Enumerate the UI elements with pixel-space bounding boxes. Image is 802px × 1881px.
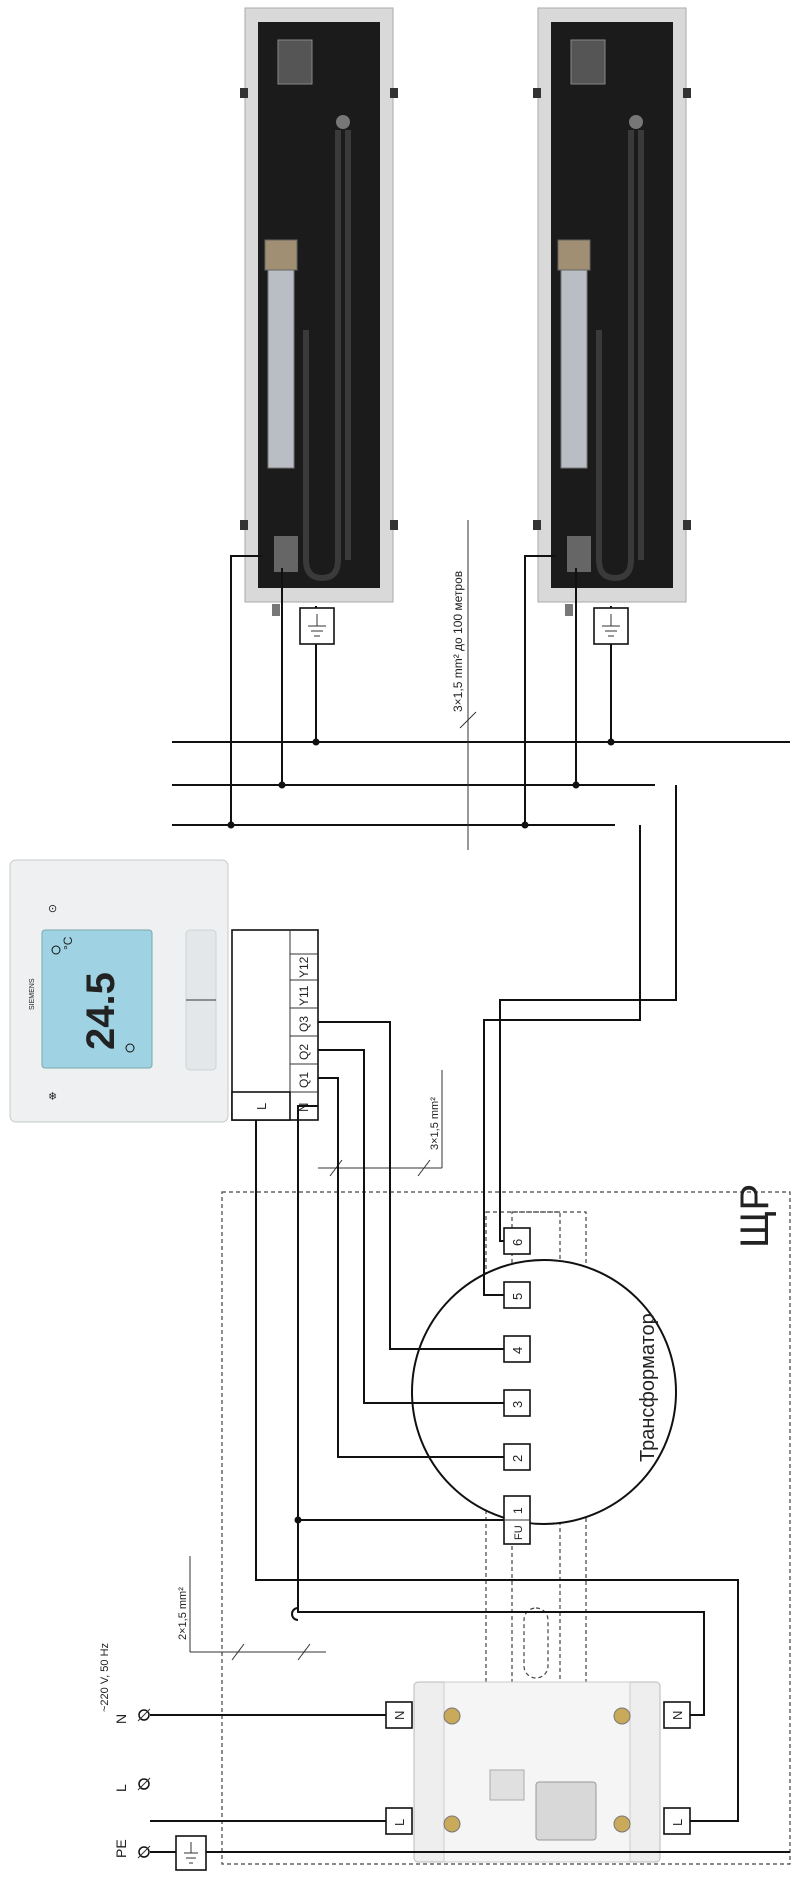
power-supply: ~220 V, 50 Hz N L PE [99,1643,790,1859]
convector-unit-2 [533,7,691,616]
terminal-Q1: Q1 [297,1072,311,1088]
room-thermostat: SIEMENS 24.5 °C ⊙ ❄ [9,859,229,1123]
convector-ground-icon [299,607,335,645]
transformer-terminal-5: 5 [510,1293,525,1300]
terminal-Y11: Y11 [297,985,311,1006]
supply-L-label: L [113,1784,129,1792]
thermostat-unit: °C [61,936,75,950]
breaker-out-N: N [670,1711,685,1720]
terminal-Y12: Y12 [297,956,311,978]
transformer-terminal-3: 3 [510,1401,525,1408]
distribution-panel-border [221,1191,791,1865]
transformer-terminal-6: 6 [510,1239,525,1246]
breaker-in-N: N [392,1711,407,1720]
terminal-Q2: Q2 [297,1044,311,1060]
power-wires [255,1105,739,1822]
convector-ground-icon [593,607,629,645]
thermostat-brand: SIEMENS [29,978,36,1010]
supply-voltage-label: ~220 V, 50 Hz [99,1643,111,1712]
panel-label: ЩР [733,1184,777,1248]
terminal-L: L [254,1103,269,1110]
feed-cable-label: 2×1,5 mm² [177,1587,189,1640]
circuit-breaker [413,1681,661,1863]
transformer-terminal-4: 4 [510,1347,525,1354]
terminal-N: N [296,1103,311,1112]
transformer: Трансформатор 6 5 4 3 2 1 FU [411,1227,677,1545]
thermostat-mode-icon: ⊙ [48,903,57,915]
convector-cable-label: 3×1,5 mm² до 100 метров [451,571,465,712]
pe-ground-icon [175,1835,207,1871]
thermostat-fan-icon: ❄ [48,1091,57,1103]
convector-bus [172,555,790,829]
breaker-input-terminals: N L [385,1701,413,1835]
supply-N-label: N [113,1714,129,1724]
thermostat-terminal-block [231,929,319,1121]
terminal-Q3: Q3 [297,1016,311,1032]
transformer-terminal-2: 2 [510,1455,525,1462]
thermostat-terminal-labels: L N Q1 Q2 Q3 Y11 Y12 [254,956,311,1112]
convector-unit-1 [240,7,398,616]
transformer-label: Трансформатор [637,1313,659,1462]
supply-PE-label: PE [113,1839,129,1858]
feed-cable-annotation: 2×1,5 mm² [177,1556,326,1661]
thermostat-temperature: 24.5 [79,972,123,1050]
transformer-fuse-label: FU [513,1525,525,1540]
thermostat-cable-label: 3×1,5 mm² [429,1097,441,1150]
breaker-output-terminals: N L [663,1701,691,1835]
breaker-out-L: L [670,1819,685,1826]
thermostat-cable-annotation: 3×1,5 mm² [318,1070,443,1177]
transformer-terminal-1: 1 [511,1507,525,1514]
convector-cable-annotation: 3×1,5 mm² до 100 метров [451,520,477,850]
breaker-in-L: L [392,1819,407,1826]
